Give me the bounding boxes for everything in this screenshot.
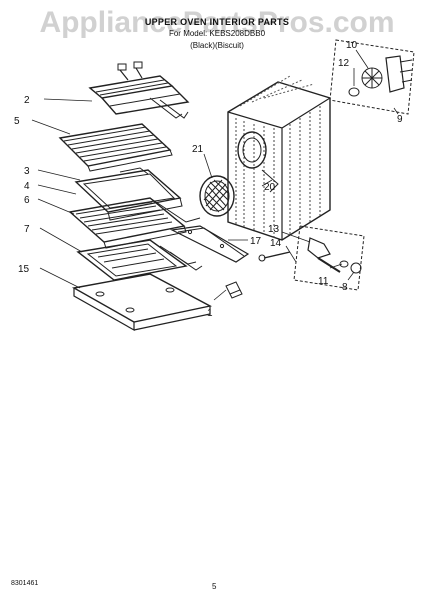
oven-cavity: [227, 75, 331, 241]
convection-fan-cover: [199, 175, 235, 217]
callout-5: 5: [14, 116, 20, 127]
model-line: For Model: KEBS208DBB0: [168, 29, 266, 38]
callout-20: 20: [264, 182, 276, 193]
callout-4: 4: [24, 181, 30, 192]
callout-12: 12: [338, 58, 350, 69]
convection-motor-assembly: [329, 39, 415, 115]
callout-11: 11: [318, 276, 329, 287]
callout-numbers: 2 5 3 4 6 7 15 21 20 17 1 10 12 9 13 14 …: [14, 40, 403, 319]
callout-13: 13: [268, 224, 280, 235]
oven-bottom-panel: [71, 273, 213, 332]
page-number: 5: [212, 582, 217, 591]
callout-17: 17: [250, 236, 262, 247]
rack-guide-clip: [225, 281, 243, 299]
color-note: (Black)(Biscuit): [190, 41, 244, 50]
callout-21: 21: [192, 144, 204, 155]
rack-support-bracket: [170, 225, 250, 263]
callout-7: 7: [24, 224, 30, 235]
callout-14: 14: [270, 238, 282, 249]
bake-element: [76, 239, 203, 281]
broiler-pan: [68, 197, 201, 249]
callout-3: 3: [24, 166, 30, 177]
callout-8: 8: [342, 282, 348, 293]
callout-1: 1: [207, 308, 213, 319]
callout-6: 6: [24, 195, 30, 206]
diagram-title: UPPER OVEN INTERIOR PARTS: [144, 17, 290, 27]
oven-light-assembly: [258, 225, 365, 291]
broil-element: [88, 61, 190, 119]
document-code: 8301461: [11, 580, 39, 587]
leader-lines: [31, 49, 399, 301]
callout-10: 10: [346, 40, 358, 51]
oven-rack: [58, 123, 173, 172]
broiler-pan-grid: [74, 167, 183, 221]
callout-9: 9: [397, 114, 403, 125]
callout-2: 2: [24, 95, 30, 106]
callout-15: 15: [18, 264, 30, 275]
